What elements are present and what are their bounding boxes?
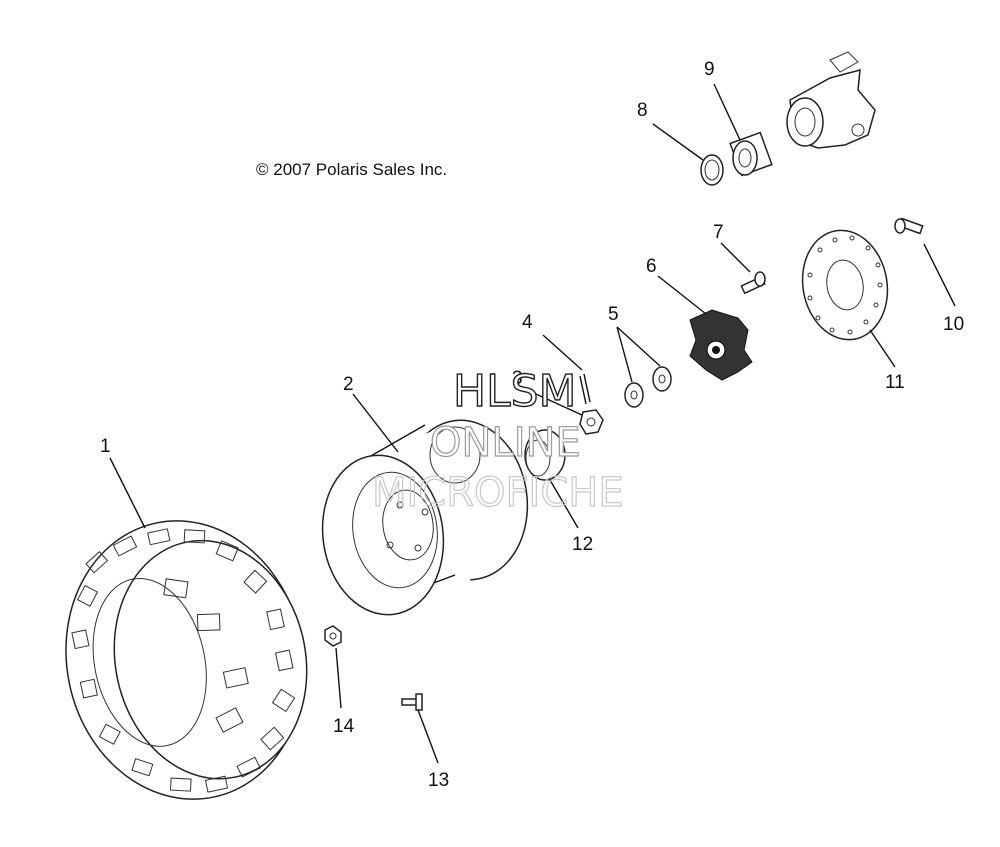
cotter-pin <box>579 373 591 405</box>
callout-11: 11 <box>885 372 905 393</box>
hub-cap <box>524 429 566 481</box>
brake-disc <box>801 229 889 341</box>
washers <box>624 366 672 408</box>
watermark: HLSM ONLINE MICROFICHE <box>371 365 624 516</box>
callout-1: 1 <box>100 436 111 457</box>
leader-lines <box>109 83 956 764</box>
callout-10: 10 <box>943 314 964 335</box>
callout-3: 3 <box>512 368 523 389</box>
tire-tread <box>71 528 296 793</box>
callout-12: 12 <box>572 534 593 555</box>
callout-14: 14 <box>333 716 355 737</box>
disc-bolt <box>894 217 924 235</box>
tire <box>65 520 308 800</box>
wheel-rim <box>321 419 529 616</box>
bearing <box>729 131 773 177</box>
wheel-hub <box>689 309 753 381</box>
callout-6: 6 <box>646 256 657 277</box>
copyright-text: © 2007 Polaris Sales Inc. <box>256 160 447 179</box>
lug-nut <box>579 409 604 435</box>
callout-4: 4 <box>522 312 533 333</box>
callout-5: 5 <box>608 304 619 325</box>
steering-knuckle <box>786 51 876 149</box>
callout-8: 8 <box>637 100 648 121</box>
watermark-line1: HLSM <box>453 366 577 417</box>
callout-13: 13 <box>428 770 449 791</box>
watermark-line3: MICROFICHE <box>372 470 624 516</box>
callout-2: 2 <box>343 374 354 395</box>
hub-nut <box>324 625 342 647</box>
wheel-stud <box>740 271 766 295</box>
callouts: 1 2 3 4 5 6 7 8 9 10 11 12 13 14 <box>100 59 964 791</box>
snap-ring <box>700 154 724 186</box>
callout-7: 7 <box>713 222 724 243</box>
watermark-line2: ONLINE <box>430 420 581 466</box>
valve-stem <box>401 693 423 711</box>
callout-9: 9 <box>704 59 715 80</box>
